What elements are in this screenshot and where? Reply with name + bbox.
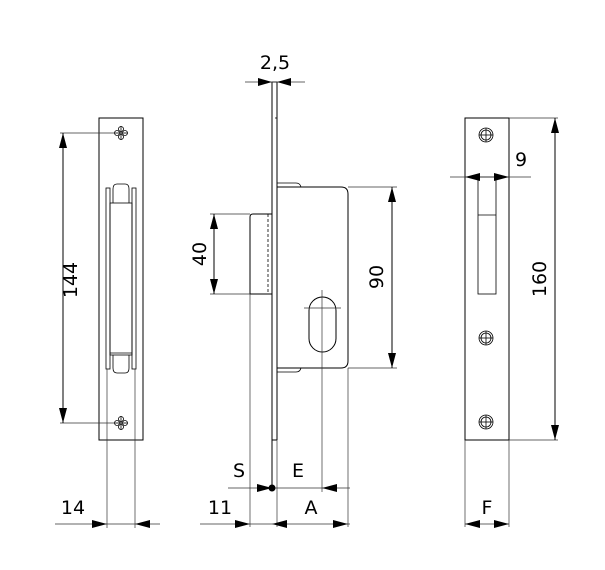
roller-side-left [105,187,111,370]
dimension-label-11: 11 [208,497,232,519]
latch-bolt [249,213,272,295]
roller-cap-top [112,183,130,203]
cylinder-keyhole [308,296,337,353]
dimension-label-14: 14 [61,497,85,519]
reference-point [268,484,276,492]
latch-slot [477,176,497,295]
dimension-label-144: 144 [60,262,82,298]
dimension-label-a: A [305,497,318,519]
lock-case [277,186,349,369]
dimension-label-90: 90 [366,265,388,289]
screw-hole-icon [478,330,494,346]
screw-hole-icon [478,127,494,143]
dimension-label-e: E [292,460,304,482]
roller-body [109,202,133,356]
dimension-label-s: S [233,460,245,482]
dimension-label-f: F [482,497,493,519]
dimension-label-160: 160 [529,261,551,297]
faceplate-outline [464,117,510,441]
middle-view-lock-body: 2,5 40 90 S E 11 A [189,52,397,528]
dimension-label-9: 9 [515,149,527,171]
dimension-label-2-5: 2,5 [260,52,290,74]
dimension-label-40: 40 [189,242,211,266]
screw-hole-icon [478,414,494,430]
roller-cap-bottom [112,355,130,374]
strike-plate-outline [98,117,144,441]
right-view-faceplate: 9 160 F [450,117,559,528]
left-view-strike-plate: 144 14 [55,117,160,528]
roller-side-right [131,187,137,370]
